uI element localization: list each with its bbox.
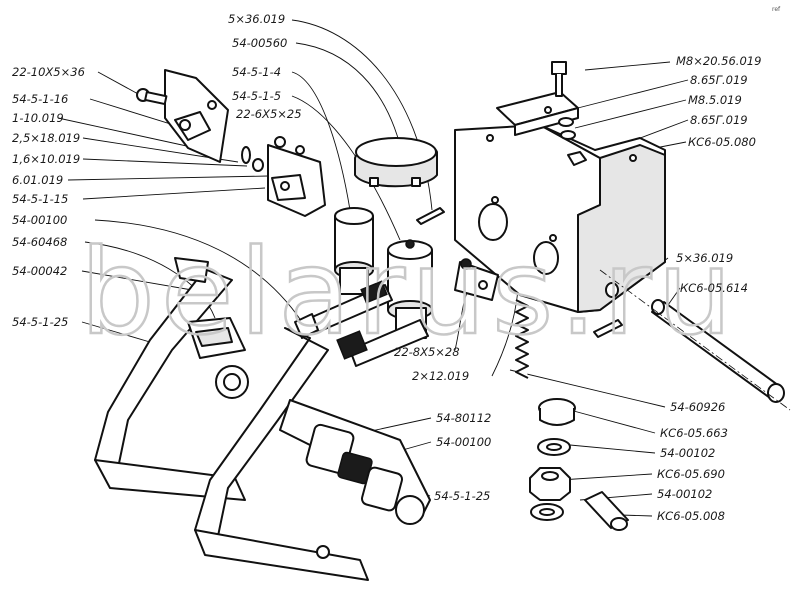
- nut-ks6-05-690: [529, 467, 571, 501]
- small-washers-left: [241, 146, 264, 172]
- label-54-5-1-16: 54-5-1-16: [12, 92, 68, 106]
- label-54-80112: 54-80112: [436, 411, 491, 425]
- label-5x36-019-right: 5×36.019: [676, 251, 733, 265]
- axle-rod: [599, 269, 791, 411]
- shaft-bushings: [305, 423, 403, 512]
- pin-22-10x5x36: [136, 88, 168, 106]
- threaded-rods: [294, 280, 429, 367]
- washer-nut-right: [558, 117, 587, 166]
- bolt-ks6-05-663: [538, 398, 576, 426]
- label-8-65g-019-a: 8.65Г.019: [690, 73, 748, 87]
- return-spring: [515, 299, 529, 379]
- washer-54-00102-b: [530, 503, 564, 521]
- label-54-00042: 54-00042: [12, 264, 67, 278]
- dust-cap: [354, 137, 438, 188]
- pin-22-6x5x25: [274, 136, 286, 148]
- label-ks6-05-614: КС6-05.614: [680, 281, 748, 295]
- label-54-00560: 54-00560: [232, 36, 287, 50]
- leader-lines: [57, 19, 689, 517]
- label-22-10x5x36: 22-10Х5×36: [12, 65, 85, 79]
- label-1-10-019: 1-10.019: [12, 111, 64, 125]
- label-54-60468: 54-60468: [12, 235, 67, 249]
- label-54-5-1-25-left: 54-5-1-25: [12, 315, 68, 329]
- label-ks6-05-008: КС6-05.008: [657, 509, 725, 523]
- label-2x12-019: 2×12.019: [412, 369, 469, 383]
- label-54-00100-left: 54-00100: [12, 213, 67, 227]
- label-54-00100-right: 54-00100: [436, 435, 491, 449]
- label-54-5-1-5: 54-5-1-5: [232, 89, 281, 103]
- label-ks6-05-080: КС6-05.080: [688, 135, 756, 149]
- label-54-5-1-15: 54-5-1-15: [12, 192, 68, 206]
- label-ks6-05-690: КС6-05.690: [657, 467, 725, 481]
- label-2-5x18-019: 2,5×18.019: [12, 131, 80, 145]
- top-plate: [496, 91, 579, 136]
- pedal-pad: [187, 317, 246, 359]
- mounting-bracket: [454, 124, 666, 313]
- label-m8x20-56-019: M8×20.56.019: [676, 54, 761, 68]
- part-labels: 5×36.019 54-00560 54-5-1-4 54-5-1-5 M8×2…: [12, 12, 761, 523]
- label-22-6x5x25: 22-6Х5×25: [236, 107, 302, 121]
- label-6-01-019: 6.01.019: [12, 173, 63, 187]
- label-54-00102-b: 54-00102: [657, 487, 712, 501]
- watermark: belarus.ru: [80, 223, 738, 361]
- bushing-left: [215, 365, 249, 399]
- clevis-upper-left: [164, 69, 229, 163]
- clevis-mid-left: [267, 144, 326, 217]
- bolt-m8x20: [551, 61, 567, 97]
- label-5x36-019-top: 5×36.019: [228, 12, 285, 26]
- label-ks6-05-663: КС6-05.663: [660, 426, 728, 440]
- label-1-6x10-019: 1,6×10.019: [12, 152, 80, 166]
- washer-54-00102-a: [537, 438, 571, 456]
- label-54-60926: 54-60926: [670, 400, 725, 414]
- sleeve-ks6-05-008: [584, 491, 629, 531]
- clevis-center: [454, 258, 499, 301]
- label-54-00102-a: 54-00102: [660, 446, 715, 460]
- corner-note: ref: [772, 6, 781, 13]
- label-8-65g-019-b: 8.65Г.019: [690, 113, 748, 127]
- label-22-8x5x28: 22-8Х5×28: [394, 345, 460, 359]
- label-54-5-1-4: 54-5-1-4: [232, 65, 281, 79]
- split-pin-top: [416, 207, 445, 225]
- label-54-5-1-25-right: 54-5-1-25: [434, 489, 490, 503]
- split-pin-right: [593, 319, 623, 338]
- label-m8-5-019: M8.5.019: [688, 93, 742, 107]
